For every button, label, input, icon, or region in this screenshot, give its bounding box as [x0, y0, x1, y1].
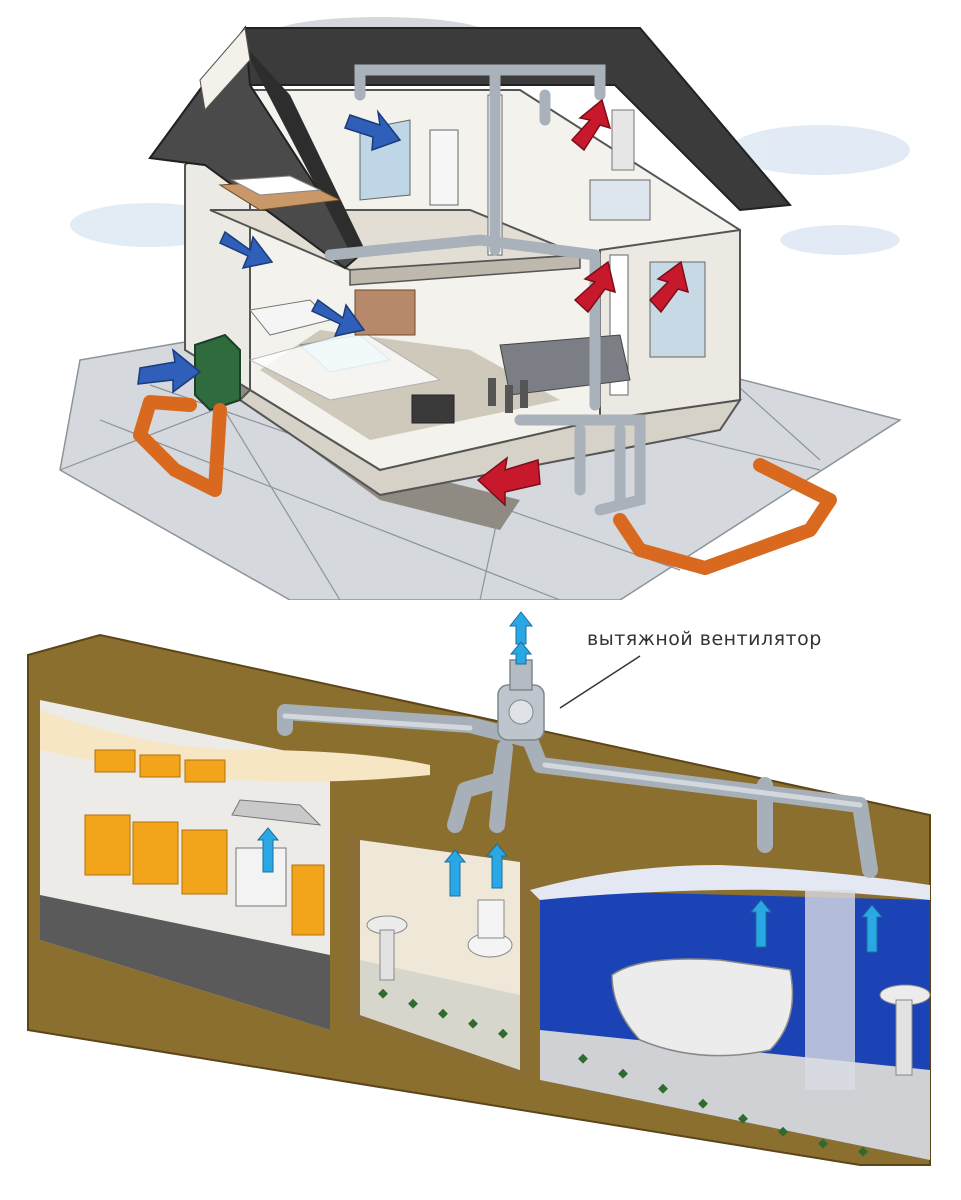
exhaust-fan-icon — [497, 659, 545, 741]
house-ventilation-illustration — [59, 17, 910, 600]
exhaust-air-arrow-icon — [476, 98, 690, 507]
callout-leader-line — [559, 655, 641, 709]
ground-pipes — [133, 395, 837, 575]
ductwork — [324, 64, 646, 516]
airflow-up-arrow-icon — [256, 611, 884, 953]
kitchen-cabinets — [84, 749, 325, 936]
exhaust-fan-label: вытяжной вентилятор — [587, 628, 822, 650]
range-hood — [231, 799, 322, 826]
furniture — [218, 109, 651, 424]
apartment-exhaust-illustration — [27, 611, 931, 1166]
bathroom-fixtures — [366, 890, 931, 1090]
heat-recovery-unit — [194, 333, 241, 412]
exhaust-ductwork-highlight — [282, 713, 863, 808]
supply-air-arrow-icon — [137, 109, 402, 394]
stove — [235, 847, 287, 907]
